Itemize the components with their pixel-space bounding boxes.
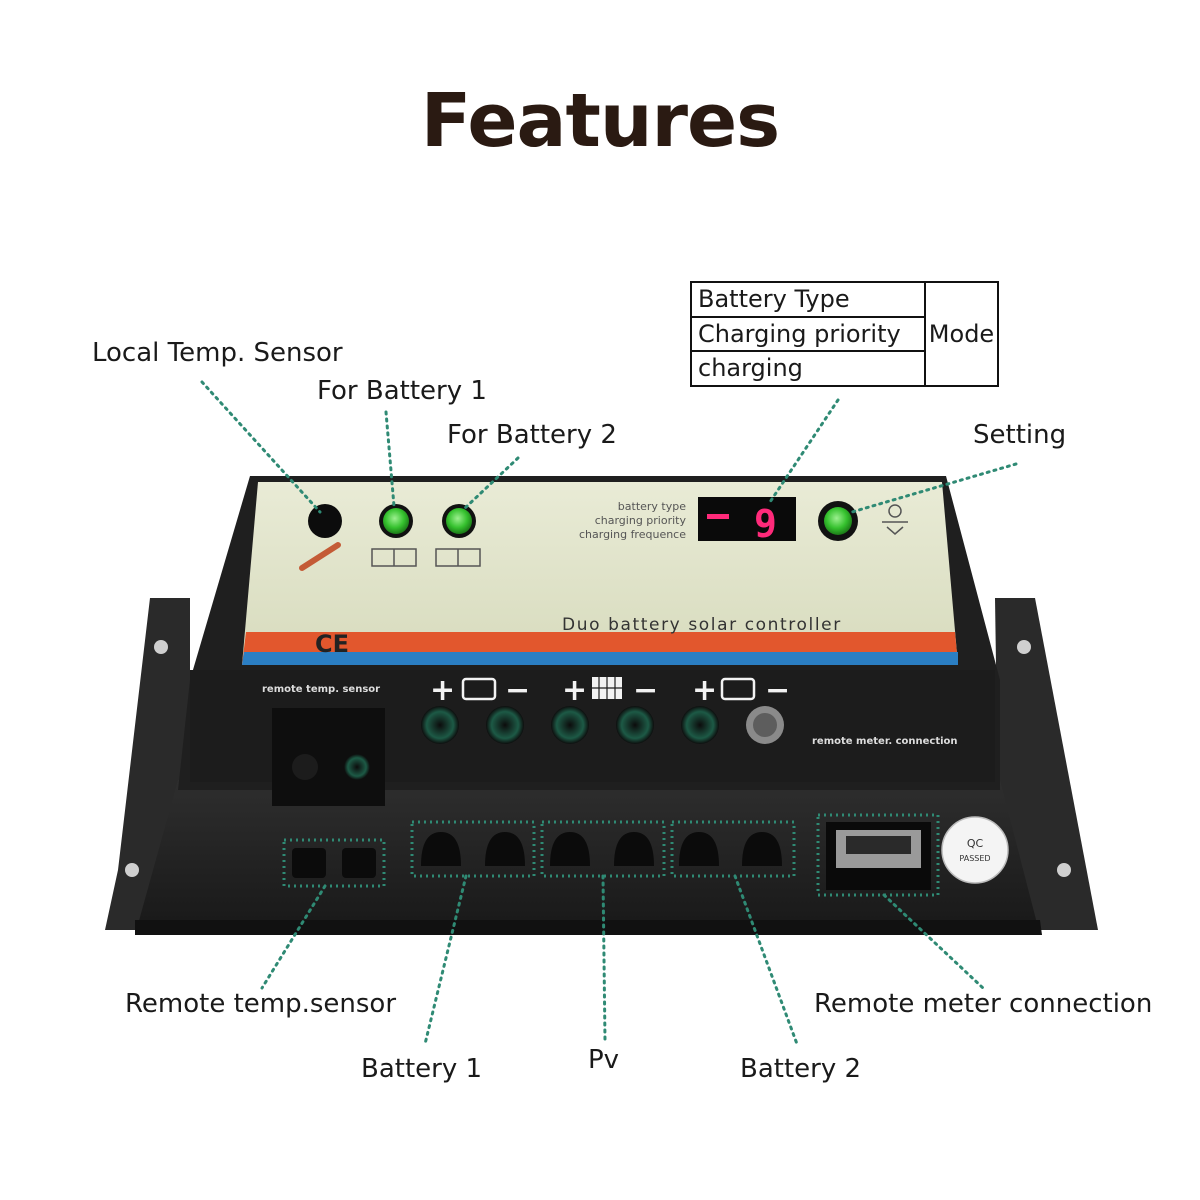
display-digit: 9 xyxy=(754,502,777,546)
local-temp-sensor-icon xyxy=(308,504,342,538)
sign-minus-battery-1: − xyxy=(505,673,530,708)
sign-plus-battery-1: + xyxy=(430,673,455,708)
panel-label-charging-priority: charging priority xyxy=(595,514,687,527)
remote-temp-sensor-port xyxy=(272,708,385,806)
qc-passed-badge-icon xyxy=(942,817,1008,883)
qc-badge-line-1: QC xyxy=(967,837,984,850)
battery-1-led-icon xyxy=(383,508,409,534)
remote-temp-label: remote temp. sensor xyxy=(262,684,380,695)
panel-label-charging-frequence: charging frequence xyxy=(579,528,686,541)
product-name: Duo battery solar controller xyxy=(562,615,842,635)
remote-meter-label: remote meter. connection xyxy=(812,736,958,747)
qc-badge-line-2: PASSED xyxy=(959,854,990,863)
sign-minus-pv: − xyxy=(633,673,658,708)
sign-plus-battery-2: + xyxy=(692,673,717,708)
ce-mark: CE xyxy=(315,630,349,658)
battery-2-led-icon xyxy=(446,508,472,534)
panel-label-battery-type: battery type xyxy=(618,500,686,513)
sign-plus-pv: + xyxy=(562,673,587,708)
setting-button[interactable] xyxy=(818,501,858,541)
sign-minus-battery-2: − xyxy=(765,673,790,708)
